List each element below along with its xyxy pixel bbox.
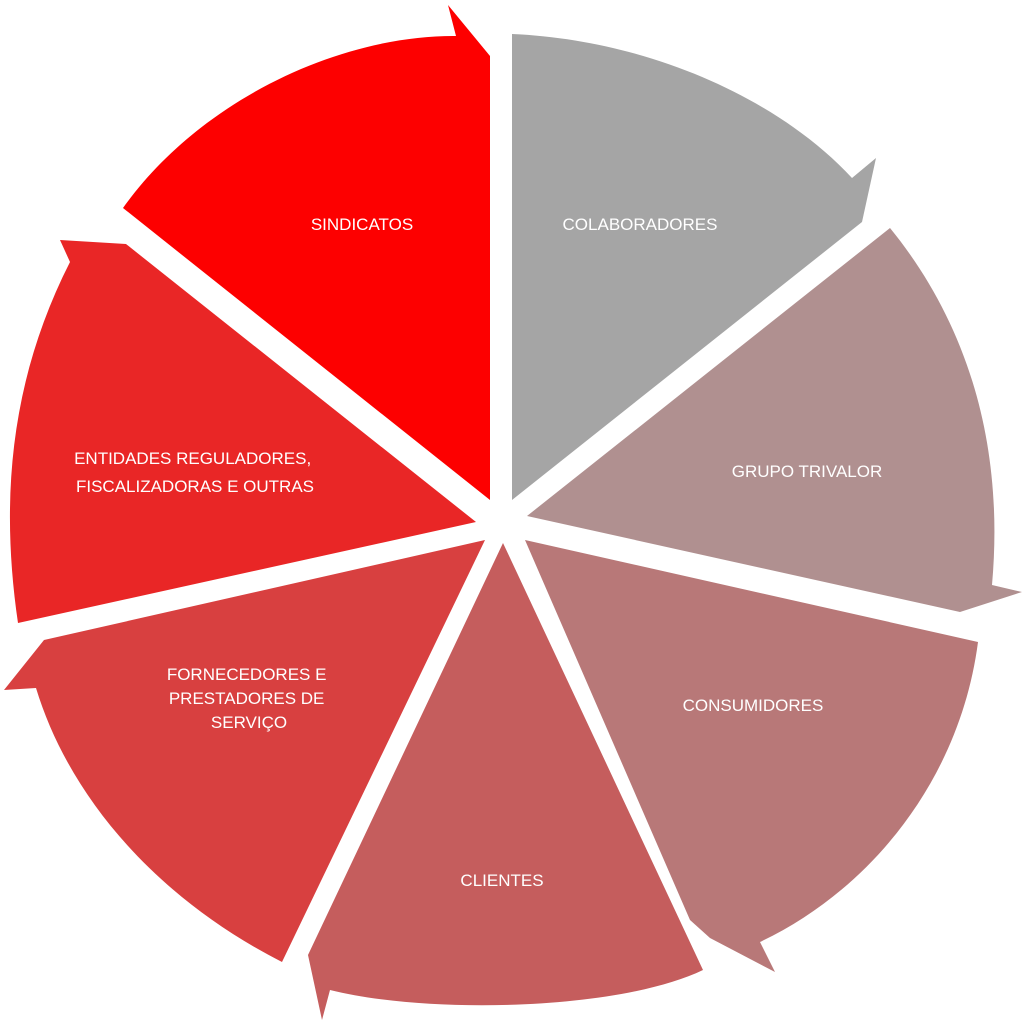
segment-grupo-trivalor: GRUPO TRIVALOR xyxy=(527,228,1022,612)
segment-label-sindicatos: SINDICATOS xyxy=(311,215,413,234)
segment-sindicatos: SINDICATOS xyxy=(123,5,490,500)
segment-shape-entidades xyxy=(9,240,476,623)
segment-consumidores: CONSUMIDORES xyxy=(525,540,978,972)
segment-clientes: CLIENTES xyxy=(308,543,703,1020)
segment-entidades: ENTIDADES REGULADORES, FISCALIZADORAS E … xyxy=(9,240,476,623)
segment-label-grupo-trivalor: GRUPO TRIVALOR xyxy=(732,462,883,481)
segment-shape-fornecedores xyxy=(4,540,485,962)
segment-shape-clientes xyxy=(308,543,703,1020)
segment-shape-colaboradores xyxy=(512,34,876,500)
segment-label-clientes: CLIENTES xyxy=(460,871,543,890)
segment-shape-sindicatos xyxy=(123,5,490,500)
segment-shape-consumidores xyxy=(525,540,978,972)
segment-label-consumidores: CONSUMIDORES xyxy=(683,696,824,715)
segment-label-fornecedores: FORNECEDORES E PRESTADORES DE SERVIÇO xyxy=(167,665,331,732)
segment-colaboradores: COLABORADORES xyxy=(512,34,876,500)
segment-label-entidades: ENTIDADES REGULADORES, FISCALIZADORAS E … xyxy=(74,449,316,496)
segment-shape-grupo-trivalor xyxy=(527,228,1022,612)
segment-fornecedores: FORNECEDORES E PRESTADORES DE SERVIÇO xyxy=(4,540,485,962)
segment-label-colaboradores: COLABORADORES xyxy=(563,215,718,234)
